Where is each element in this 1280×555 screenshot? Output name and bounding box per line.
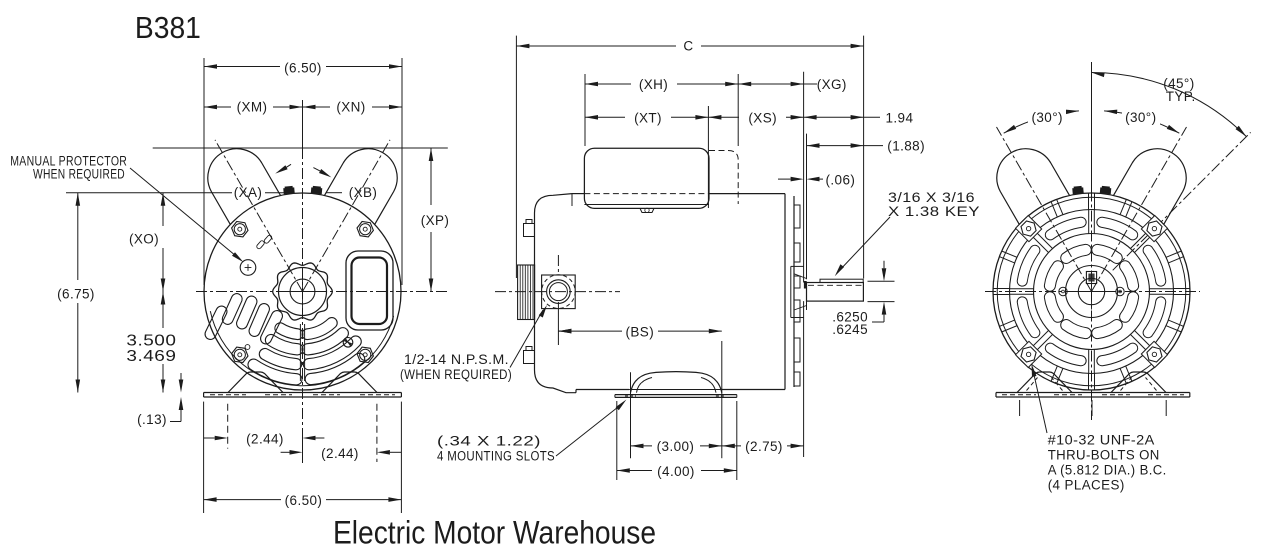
svg-text:(BS): (BS): [625, 324, 654, 339]
svg-text:(1.88): (1.88): [887, 139, 925, 154]
svg-text:1/2-14 N.P.S.M.: 1/2-14 N.P.S.M.: [404, 352, 509, 367]
svg-text:(.34 X 1.22): (.34 X 1.22): [437, 434, 541, 449]
svg-text:(XN): (XN): [336, 100, 365, 115]
svg-text:X 1.38 KEY: X 1.38 KEY: [888, 204, 980, 219]
svg-text:(30°): (30°): [1031, 110, 1062, 125]
svg-text:3/16 X 3/16: 3/16 X 3/16: [888, 190, 975, 205]
svg-text:4 MOUNTING SLOTS: 4 MOUNTING SLOTS: [437, 449, 555, 464]
svg-text:(XT): (XT): [634, 111, 662, 126]
svg-text:(XB): (XB): [349, 185, 378, 200]
svg-text:(2.44): (2.44): [246, 432, 284, 447]
svg-text:(.06): (.06): [826, 172, 856, 187]
svg-text:.6250: .6250: [832, 310, 868, 325]
svg-text:MANUAL PROTECTOR: MANUAL PROTECTOR: [10, 154, 127, 169]
svg-text:(4.00): (4.00): [657, 464, 695, 479]
svg-text:(45°): (45°): [1163, 76, 1194, 91]
svg-text:TYP.: TYP.: [1166, 89, 1196, 104]
svg-text:(XA): (XA): [234, 185, 263, 200]
svg-text:#10-32 UNF-2A: #10-32 UNF-2A: [1048, 433, 1155, 448]
svg-text:(XG): (XG): [817, 77, 847, 92]
svg-text:(6.50): (6.50): [285, 493, 323, 508]
svg-text:(6.75): (6.75): [57, 287, 95, 302]
svg-text:(3.00): (3.00): [657, 439, 695, 454]
svg-text:(XM): (XM): [237, 100, 268, 115]
svg-text:(4 PLACES): (4 PLACES): [1048, 478, 1125, 493]
svg-text:(6.50): (6.50): [284, 61, 322, 76]
svg-text:WHEN REQUIRED: WHEN REQUIRED: [33, 167, 125, 182]
svg-text:(2.75): (2.75): [745, 439, 783, 454]
svg-text:(XO): (XO): [129, 232, 159, 247]
svg-text:(XP): (XP): [421, 213, 450, 228]
svg-text:C: C: [683, 39, 693, 54]
svg-text:A (5.812 DIA.) B.C.: A (5.812 DIA.) B.C.: [1048, 463, 1167, 478]
svg-text:(2.44): (2.44): [321, 446, 359, 461]
svg-text:Electric Motor Warehouse: Electric Motor Warehouse: [333, 515, 656, 551]
svg-text:(XH): (XH): [639, 77, 668, 92]
svg-text:3.469: 3.469: [126, 348, 176, 365]
svg-text:(30°): (30°): [1125, 110, 1156, 125]
svg-text:(.13): (.13): [137, 412, 167, 427]
svg-text:THRU-BOLTS ON: THRU-BOLTS ON: [1048, 448, 1160, 463]
svg-text:(XS): (XS): [748, 111, 777, 126]
svg-text:1.94: 1.94: [886, 111, 914, 126]
svg-text:3.500: 3.500: [126, 333, 176, 350]
svg-text:(WHEN REQUIRED): (WHEN REQUIRED): [400, 367, 512, 382]
svg-text:B381: B381: [135, 10, 201, 45]
svg-text:.6245: .6245: [832, 322, 868, 337]
